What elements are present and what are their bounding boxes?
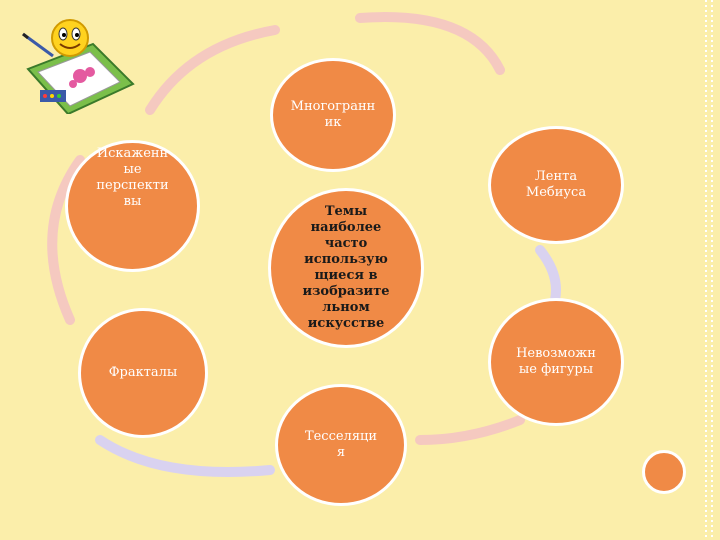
node-polyhedron: Многогранн ик bbox=[270, 58, 396, 172]
node-perspective-label: Искаженн ые перспекти вы bbox=[96, 146, 169, 209]
node-perspective: Искаженн ые перспекти вы bbox=[65, 140, 200, 272]
node-tessellation: Тесселяци я bbox=[275, 384, 407, 506]
node-impossible: Невозможн ые фигуры bbox=[488, 298, 624, 426]
node-polyhedron-label: Многогранн ик bbox=[290, 99, 376, 130]
center-node-label: Темы наиболее часто использую щиеся в из… bbox=[302, 204, 390, 331]
corner-dot bbox=[642, 450, 686, 494]
smiley-artist-icon bbox=[22, 19, 135, 114]
node-mobius: Лента Мебиуса bbox=[488, 126, 624, 244]
center-node: Темы наиболее часто использую щиеся в из… bbox=[268, 188, 424, 348]
node-impossible-label: Невозможн ые фигуры bbox=[516, 346, 596, 377]
node-mobius-label: Лента Мебиуса bbox=[525, 169, 587, 200]
node-fractals: Фракталы bbox=[78, 308, 208, 438]
node-tessellation-label: Тесселяци я bbox=[304, 429, 378, 460]
node-fractals-label: Фракталы bbox=[108, 365, 178, 380]
